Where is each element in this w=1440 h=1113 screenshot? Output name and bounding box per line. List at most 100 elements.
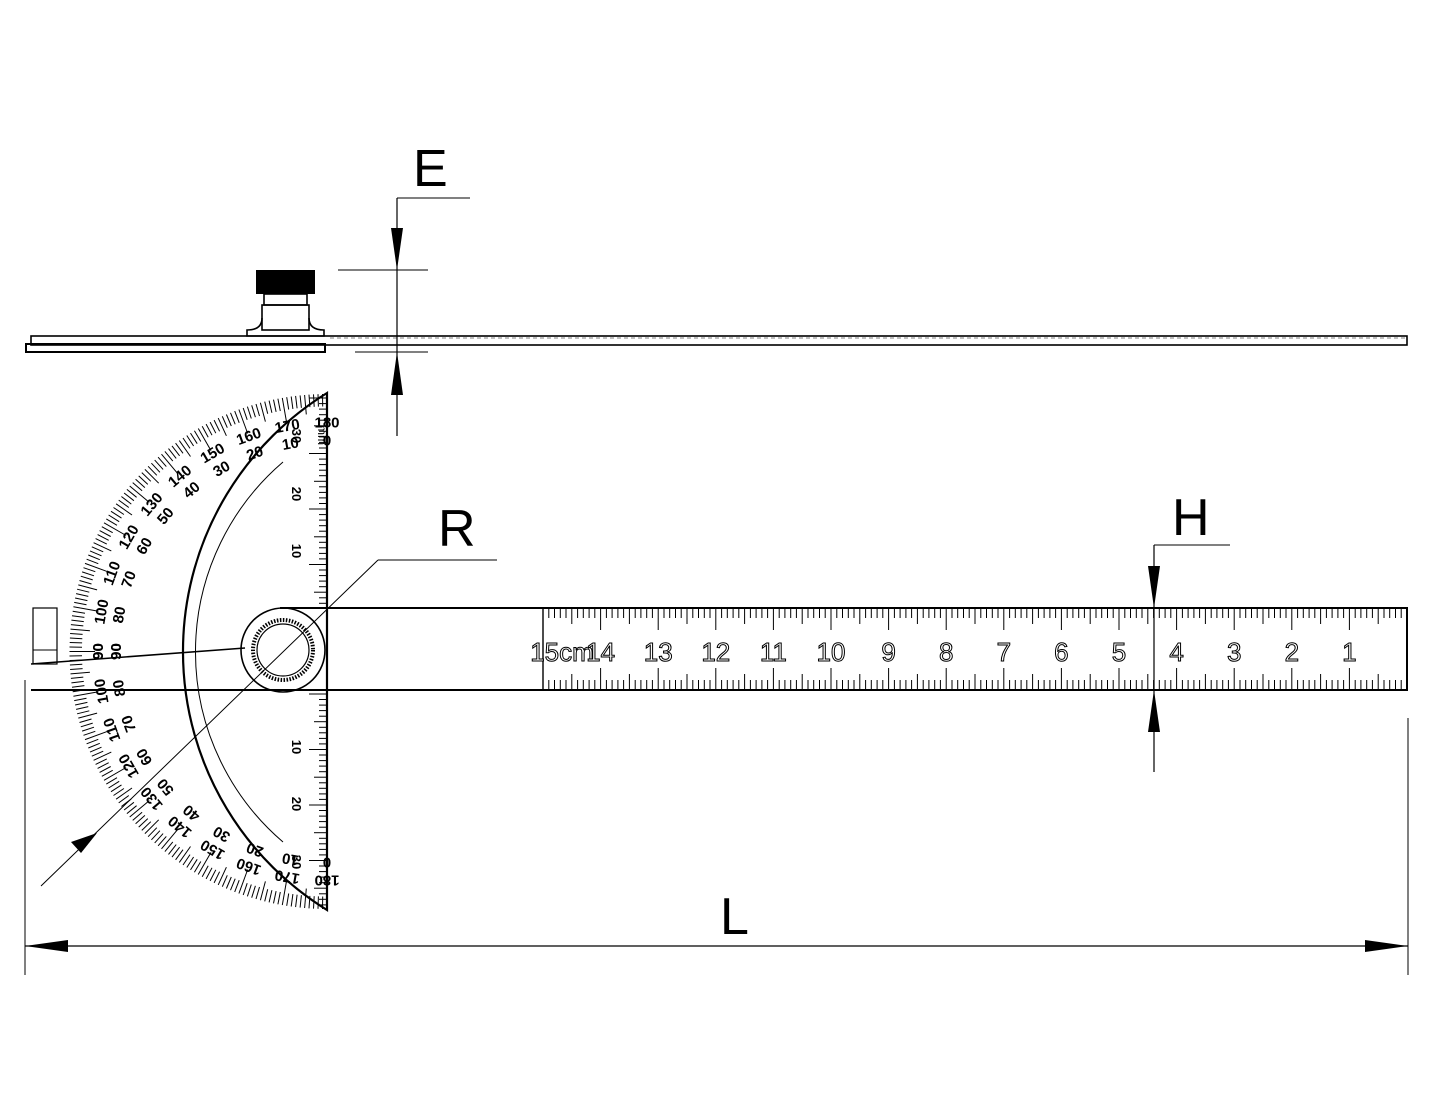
degree-tick (264, 401, 269, 414)
dimension-h: H (1148, 489, 1230, 772)
mm-unit-label: mm (315, 425, 329, 445)
degree-tick (255, 403, 260, 417)
degree-tick (259, 881, 266, 901)
degree-tick (99, 530, 111, 537)
degree-tick (129, 485, 150, 503)
mm-scale-number: 30 (289, 429, 304, 443)
mm-scale-number: 10 (289, 544, 304, 558)
pivot-knurl-outer (251, 618, 315, 682)
degree-tick (197, 852, 212, 875)
degree-tick (190, 859, 198, 871)
degree-tick (161, 453, 179, 475)
degree-tick (84, 562, 110, 573)
degree-tick (113, 788, 125, 796)
degree-tick (74, 701, 88, 706)
degree-tick (225, 876, 232, 889)
degree-tick (78, 584, 98, 591)
degree-tick (175, 442, 184, 454)
degree-tick (147, 827, 158, 838)
degree-tick (135, 478, 146, 488)
inner-degree-label: 30 (210, 458, 233, 481)
degree-tick (225, 414, 232, 427)
degree-tick (209, 869, 217, 882)
degree-tick (268, 400, 273, 413)
degree-tick (84, 730, 110, 741)
degree-tick (108, 780, 120, 789)
degree-tick (81, 726, 95, 732)
inner-degree-label: 30 (210, 822, 233, 845)
side-view-arm (30, 335, 1408, 346)
cm-scale-number: 3 (1227, 637, 1241, 667)
degree-tick (193, 430, 202, 442)
mm-scale-number: 10 (289, 740, 304, 754)
degree-tick (290, 396, 294, 409)
degree-tick (230, 412, 236, 425)
degree-tick (95, 538, 108, 545)
outer-degree-label: 100 (91, 677, 112, 705)
degree-tick (209, 421, 217, 434)
degree-tick (201, 865, 209, 877)
degree-tick (118, 499, 130, 508)
degree-tick (238, 409, 249, 434)
degree-tick (161, 828, 179, 850)
degree-tick (171, 445, 180, 457)
inner-degree-label: 0 (323, 854, 331, 871)
mm-scale-number: 30 (289, 855, 304, 869)
mm-scale-number: 20 (289, 487, 304, 501)
degree-tick (79, 580, 92, 585)
cm-scale-number: 14 (586, 637, 615, 667)
pivot-knurl-inner (256, 623, 310, 677)
cm-scale-number: 7 (997, 637, 1011, 667)
degree-tick (75, 706, 89, 710)
degree-tick (76, 588, 90, 593)
degree-tick (70, 628, 90, 632)
degree-tick (95, 758, 108, 765)
degree-tick (205, 867, 213, 880)
inner-degree-label: 10 (281, 434, 300, 454)
degree-tick (277, 891, 281, 905)
degree-tick (246, 884, 252, 897)
degree-tick (93, 751, 112, 761)
knob-stem (263, 293, 308, 306)
degree-tick (78, 712, 98, 719)
degree-tick (259, 402, 266, 422)
degree-tick (186, 435, 195, 447)
degree-tick (175, 849, 184, 861)
degree-tick (286, 397, 290, 410)
degree-tick (242, 883, 248, 896)
cm-scale-number: 12 (701, 637, 730, 667)
degree-tick (91, 750, 104, 757)
cm-scale-number: 8 (939, 637, 953, 667)
label-r: R (438, 500, 476, 558)
degree-tick (251, 405, 256, 418)
outer-degree-label: 90 (90, 643, 107, 660)
degree-tick (299, 895, 302, 908)
degree-tick (246, 406, 252, 419)
outer-degree-label: 170 (274, 416, 302, 437)
degree-tick (273, 890, 277, 904)
degree-tick (81, 571, 95, 577)
degree-tick (70, 624, 84, 627)
degree-tick (106, 777, 118, 785)
degree-tick (182, 437, 191, 449)
degree-tick (121, 496, 132, 505)
degree-tick (190, 432, 198, 444)
degree-tick (135, 815, 146, 825)
degree-tick (164, 451, 174, 462)
cm-scale-number: 15cm (530, 637, 594, 667)
inner-degree-label: 0 (323, 433, 331, 450)
degree-tick (126, 489, 137, 498)
degree-tick (113, 507, 125, 515)
degree-tick (154, 459, 164, 470)
degree-tick (70, 633, 83, 635)
degree-tick (89, 746, 102, 753)
degree-tick (299, 395, 302, 408)
degree-tick (147, 465, 158, 476)
degree-tick (308, 895, 311, 909)
cm-scale-number: 13 (644, 637, 673, 667)
degree-tick (197, 428, 212, 451)
degree-tick (76, 710, 90, 715)
